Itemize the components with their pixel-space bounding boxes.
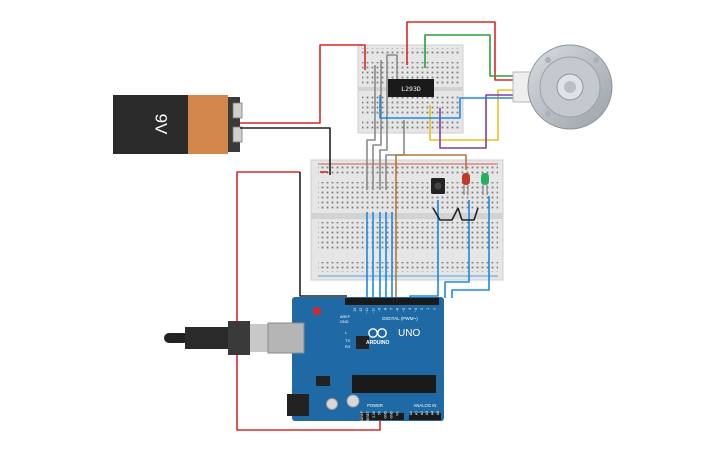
analog-pin-label: A4 xyxy=(431,411,435,415)
digital-pin-label: ~3 xyxy=(414,308,418,312)
power-pin-label: IOREF xyxy=(360,411,364,421)
wire-gnd-jumper-2 xyxy=(457,207,479,221)
power-header xyxy=(360,413,404,420)
tx-label: TX xyxy=(345,338,350,343)
power-label: POWER xyxy=(367,403,383,408)
wire-motor-green xyxy=(424,34,525,77)
digital-pin-label: 12 xyxy=(359,308,363,312)
analog-label: ANALOG IN xyxy=(414,403,437,408)
wire-battery-negative xyxy=(240,127,331,175)
wire-gray-1 xyxy=(366,65,376,190)
power-pin-label: 3.3V xyxy=(372,410,376,418)
push-button xyxy=(431,178,445,194)
breadboard-main-rail-top xyxy=(318,165,498,175)
wire-battery-positive xyxy=(240,44,366,124)
digital-pin-label: ~10 xyxy=(371,308,375,314)
led-red xyxy=(462,173,470,195)
arduino-uno: DIGITAL (PWM~) ARDUINO UNO AREF GND L TX… xyxy=(267,297,444,422)
analog-pin-label: A3 xyxy=(425,411,429,415)
chip-label: L293D xyxy=(401,85,421,93)
arduino-logo xyxy=(368,328,387,338)
analog-pin-label: A2 xyxy=(420,411,424,415)
reset-button xyxy=(313,307,321,315)
l293d-chip: L293D xyxy=(388,79,434,97)
atmega-chip xyxy=(352,375,436,393)
gnd-label: GND xyxy=(340,320,349,324)
battery-body-black xyxy=(113,95,189,154)
digital-pin-label: ~11 xyxy=(365,308,369,314)
digital-pin-label: 7 xyxy=(390,308,394,310)
power-pin-label: Vin xyxy=(395,411,399,416)
wire-5v xyxy=(236,171,381,431)
wire-gray-4 xyxy=(385,120,405,190)
wire-motor-yellow xyxy=(429,89,525,141)
digital-pin-label: 1 xyxy=(426,308,430,310)
power-pin-label: RESET xyxy=(366,411,370,422)
digital-pin-label: 2 xyxy=(420,308,424,310)
wire-gnd-jumper-1 xyxy=(432,207,459,221)
wire-motor-purple xyxy=(439,94,525,149)
rx-label: RX xyxy=(345,344,351,349)
digital-pin-label: 13 xyxy=(353,308,357,312)
digital-pin-label: 8 xyxy=(384,308,388,310)
breadboard-small-rail-bottom xyxy=(362,121,459,129)
battery-terminal-pos xyxy=(232,102,243,119)
battery-terminal-neg xyxy=(232,126,243,143)
wire-motor-blue xyxy=(379,95,525,119)
wire-led-green xyxy=(451,196,490,298)
digital-pin-label: 4 xyxy=(408,308,412,310)
breadboard-small-rail-top xyxy=(362,48,459,56)
arduino-model: UNO xyxy=(398,328,420,339)
digital-pin-label: ~5 xyxy=(402,308,406,312)
power-pin-label: GND xyxy=(390,410,394,418)
breadboard-small-holes-b xyxy=(362,94,459,116)
wire-brown xyxy=(395,154,467,300)
stepper-motor xyxy=(512,44,613,130)
digital-pin-label: ~6 xyxy=(396,308,400,312)
chip-body xyxy=(388,79,434,97)
breadboard-main-rail-bottom xyxy=(318,262,498,272)
digital-pin-label: 0 xyxy=(432,308,436,310)
digital-header-label: DIGITAL (PWM~) xyxy=(382,316,418,321)
wire-gnd-rail xyxy=(299,172,347,297)
usb-cable xyxy=(164,321,272,355)
battery-label: 9V xyxy=(152,114,171,135)
digital-pin-label: ~9 xyxy=(377,308,381,312)
arduino-brand: ARDUINO xyxy=(366,340,389,346)
aref-label: AREF xyxy=(340,315,351,319)
wire-led-red xyxy=(444,200,470,298)
wire-gray-3 xyxy=(379,54,398,190)
power-pin-label: GND xyxy=(384,410,388,418)
wire-motor-red xyxy=(406,21,525,81)
led-l-label: L xyxy=(345,330,348,335)
power-jack xyxy=(287,394,309,416)
power-pin-label: 5V xyxy=(378,410,382,415)
analog-header xyxy=(409,413,441,420)
analog-pin-label: A5 xyxy=(436,411,440,415)
analog-pin-label: A1 xyxy=(414,411,418,415)
battery-9v: 9V xyxy=(113,95,243,154)
led-green xyxy=(481,173,489,195)
usb-port xyxy=(267,322,305,354)
digital-header xyxy=(345,298,439,305)
breadboard-main-holes-upper xyxy=(318,182,498,210)
wire-gray-2 xyxy=(372,60,382,190)
analog-pin-label: A0 xyxy=(409,411,413,415)
battery-body-orange xyxy=(188,95,228,154)
breadboard-main-holes-lower xyxy=(318,222,498,250)
breadboard-main-gap xyxy=(311,213,503,219)
wires xyxy=(236,21,525,431)
